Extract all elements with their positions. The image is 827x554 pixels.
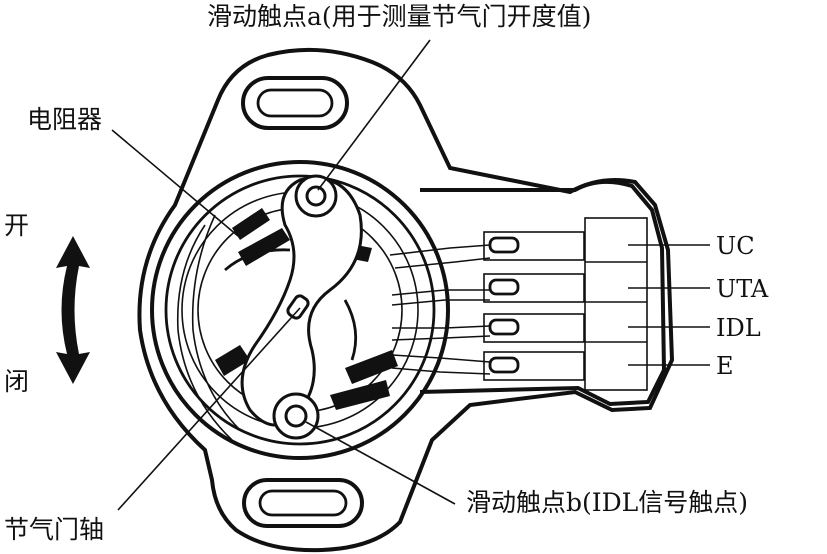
throttle-shaft-label: 节气门轴 — [4, 515, 104, 544]
pin-leaders — [628, 244, 710, 366]
close-label: 闭 — [4, 367, 29, 396]
pin-label-idl: IDL — [716, 314, 761, 342]
resistor-label: 电阻器 — [27, 105, 102, 134]
bottom-mounting-hole — [242, 478, 364, 528]
sensor-housing — [137, 47, 675, 553]
open-close-arrow — [56, 236, 90, 384]
pin-label-e: E — [716, 352, 734, 380]
contact-b-label: 滑动触点b(IDL信号触点) — [466, 488, 748, 517]
connector-pins — [483, 231, 585, 381]
open-label: 开 — [4, 211, 29, 240]
sliding-contact-a — [294, 174, 338, 218]
sliding-contact-b — [272, 392, 320, 440]
connector-body — [419, 179, 667, 407]
connector-traces — [389, 244, 491, 375]
contact-a-label: 滑动触点a(用于测量节气门开度值) — [207, 2, 591, 31]
top-mounting-hole — [241, 76, 349, 130]
pin-label-uc: UC — [716, 232, 755, 260]
resistor-track — [215, 208, 398, 410]
label-leaders — [111, 39, 456, 511]
pin-label-uta: UTA — [716, 275, 769, 303]
